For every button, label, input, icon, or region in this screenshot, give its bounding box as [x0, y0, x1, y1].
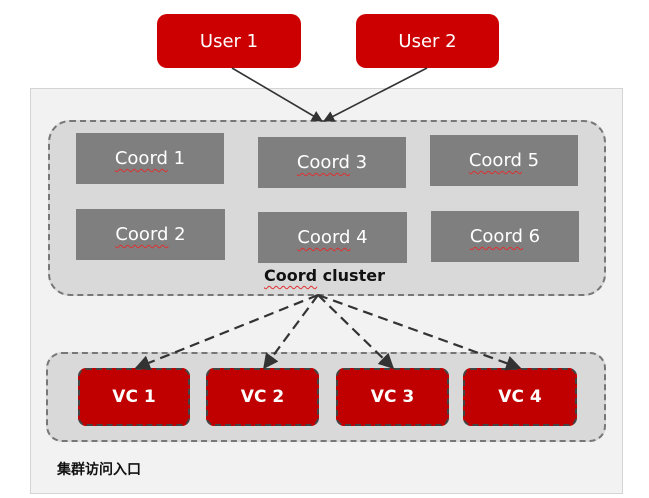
vc-1-dashed-arrow	[134, 293, 319, 370]
coord-word: Coord	[297, 227, 351, 248]
coord-word: Coord	[115, 224, 169, 245]
user-2-arrow	[323, 67, 428, 122]
vc-2-dashed-arrow	[263, 294, 319, 370]
coord-cluster-label-word1: Coord	[264, 266, 318, 285]
coord-word: Coord	[469, 226, 523, 247]
vc-1-label: VC 1	[112, 387, 156, 407]
vc-3-label: VC 3	[370, 387, 415, 407]
user-1-box: User 1	[157, 14, 301, 68]
vc-2-box: VC 2	[206, 368, 319, 426]
cluster-access-entry-label: 集群访问入口	[57, 462, 141, 478]
vc-3-box: VC 3	[336, 368, 449, 426]
coord-word: Coord	[296, 152, 350, 173]
coord-3-box: Coord 3	[258, 137, 406, 188]
coord-4-label: Coord 4	[297, 227, 368, 248]
vc-4-dashed-arrow	[317, 293, 522, 371]
coord-1-box: Coord 1	[76, 133, 224, 184]
user-2-label: User 2	[398, 30, 457, 52]
vc-1-box: VC 1	[78, 368, 190, 426]
user-1-arrow	[231, 67, 323, 122]
coord-4-box: Coord 4	[258, 212, 407, 263]
coord-word: Coord	[114, 148, 168, 169]
user-1-label: User 1	[199, 30, 259, 52]
vc-2-label: VC 2	[240, 387, 285, 407]
coord-5-box: Coord 5	[430, 135, 578, 186]
vc-3-dashed-arrow	[317, 294, 395, 370]
vc-4-label: VC 4	[498, 387, 542, 407]
coord-2-box: Coord 2	[76, 209, 225, 260]
coord-6-label: Coord 6	[469, 226, 541, 247]
coord-3-label: Coord 3	[296, 152, 368, 173]
coord-word: Coord	[468, 150, 522, 171]
user-2-box: User 2	[356, 14, 499, 68]
coord-2-label: Coord 2	[115, 224, 186, 245]
coord-cluster-label: Coord cluster	[0, 266, 649, 285]
coord-cluster-label-word2: cluster	[317, 266, 385, 285]
coord-1-label: Coord 1	[114, 148, 186, 169]
coord-5-label: Coord 5	[468, 150, 540, 171]
coord-6-box: Coord 6	[431, 211, 579, 262]
